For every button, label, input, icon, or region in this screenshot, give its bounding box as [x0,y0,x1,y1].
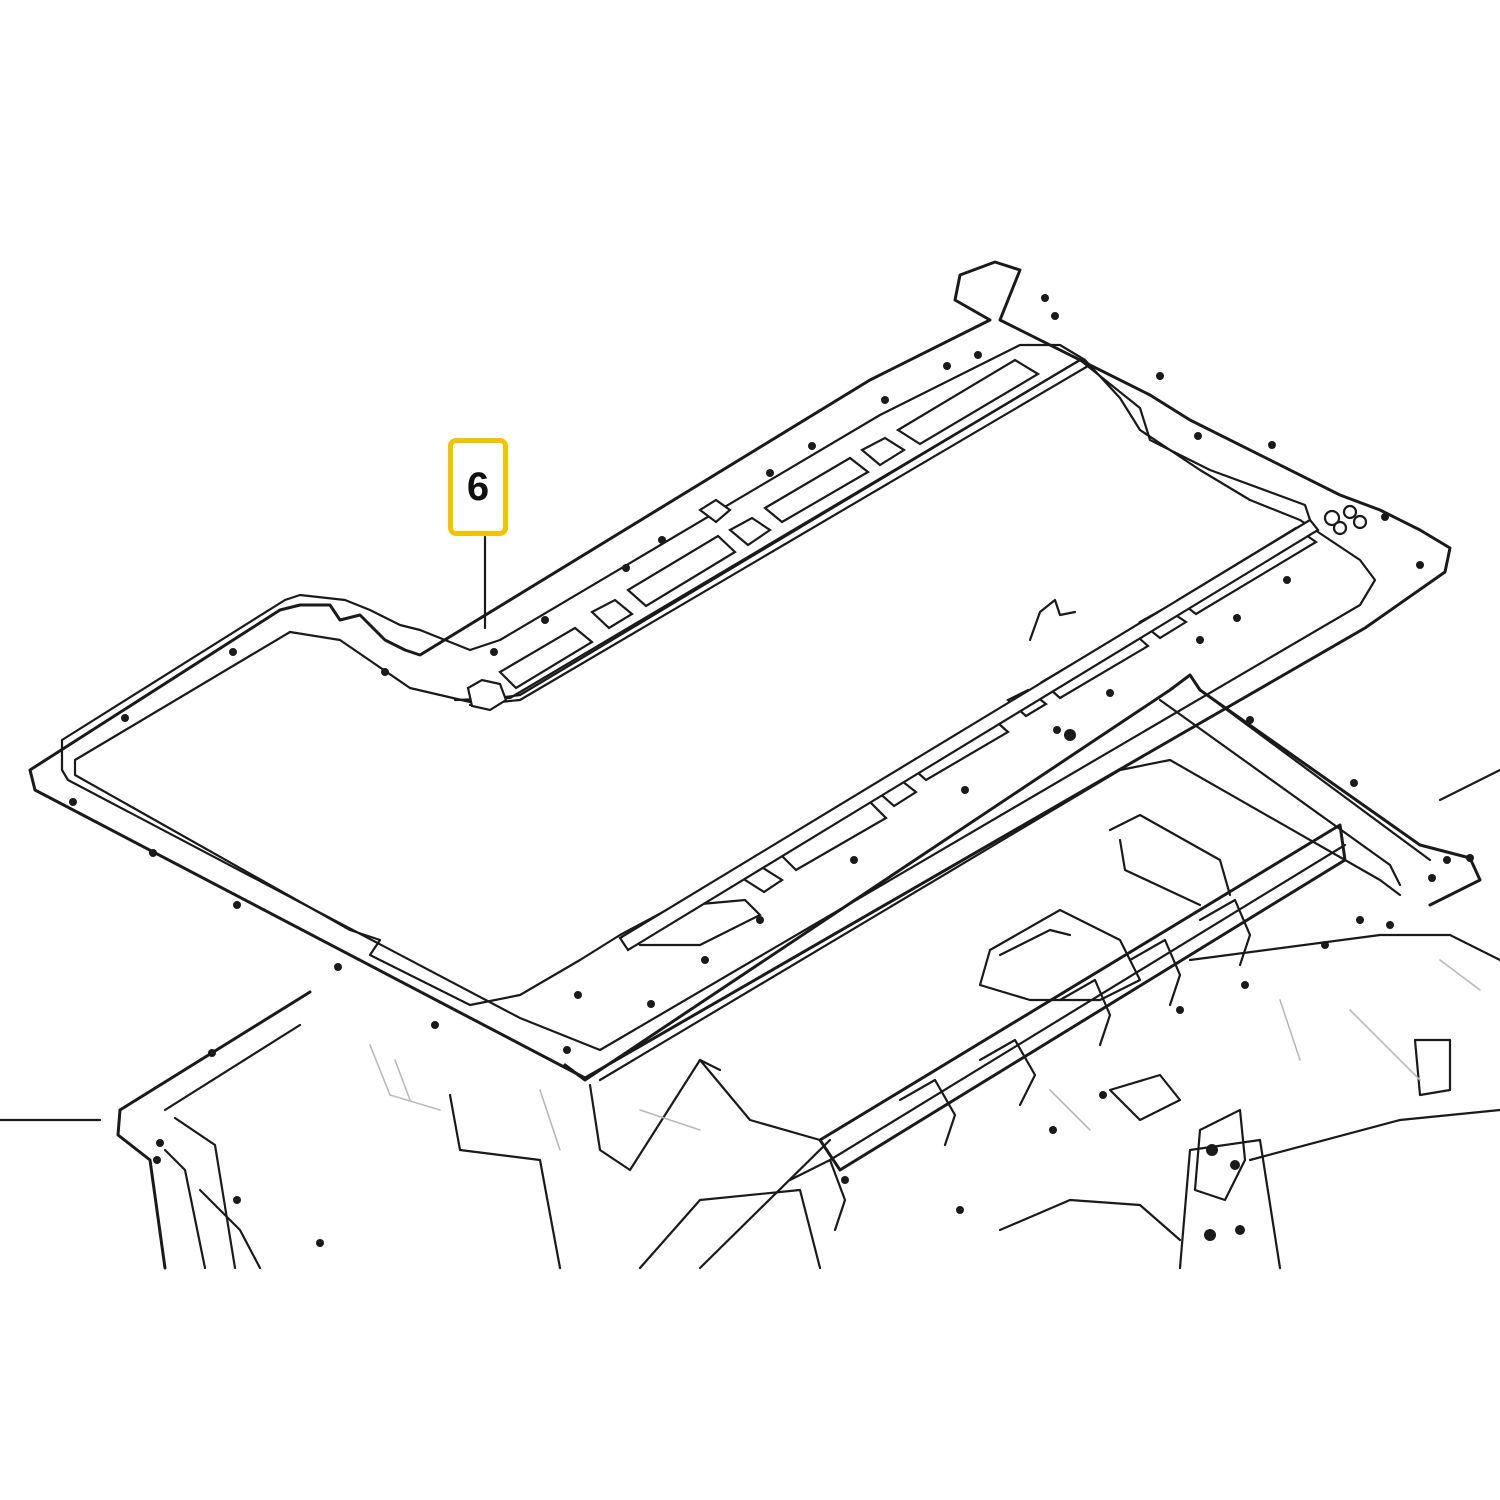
crop-band [0,1270,1500,1500]
callout-6-highlight: 6 [448,438,508,536]
bolt-holes [69,294,1424,1054]
oil-pan [116,673,1500,1270]
oil-pan-gasket [28,260,1452,1080]
callout-label: 6 [466,465,490,509]
